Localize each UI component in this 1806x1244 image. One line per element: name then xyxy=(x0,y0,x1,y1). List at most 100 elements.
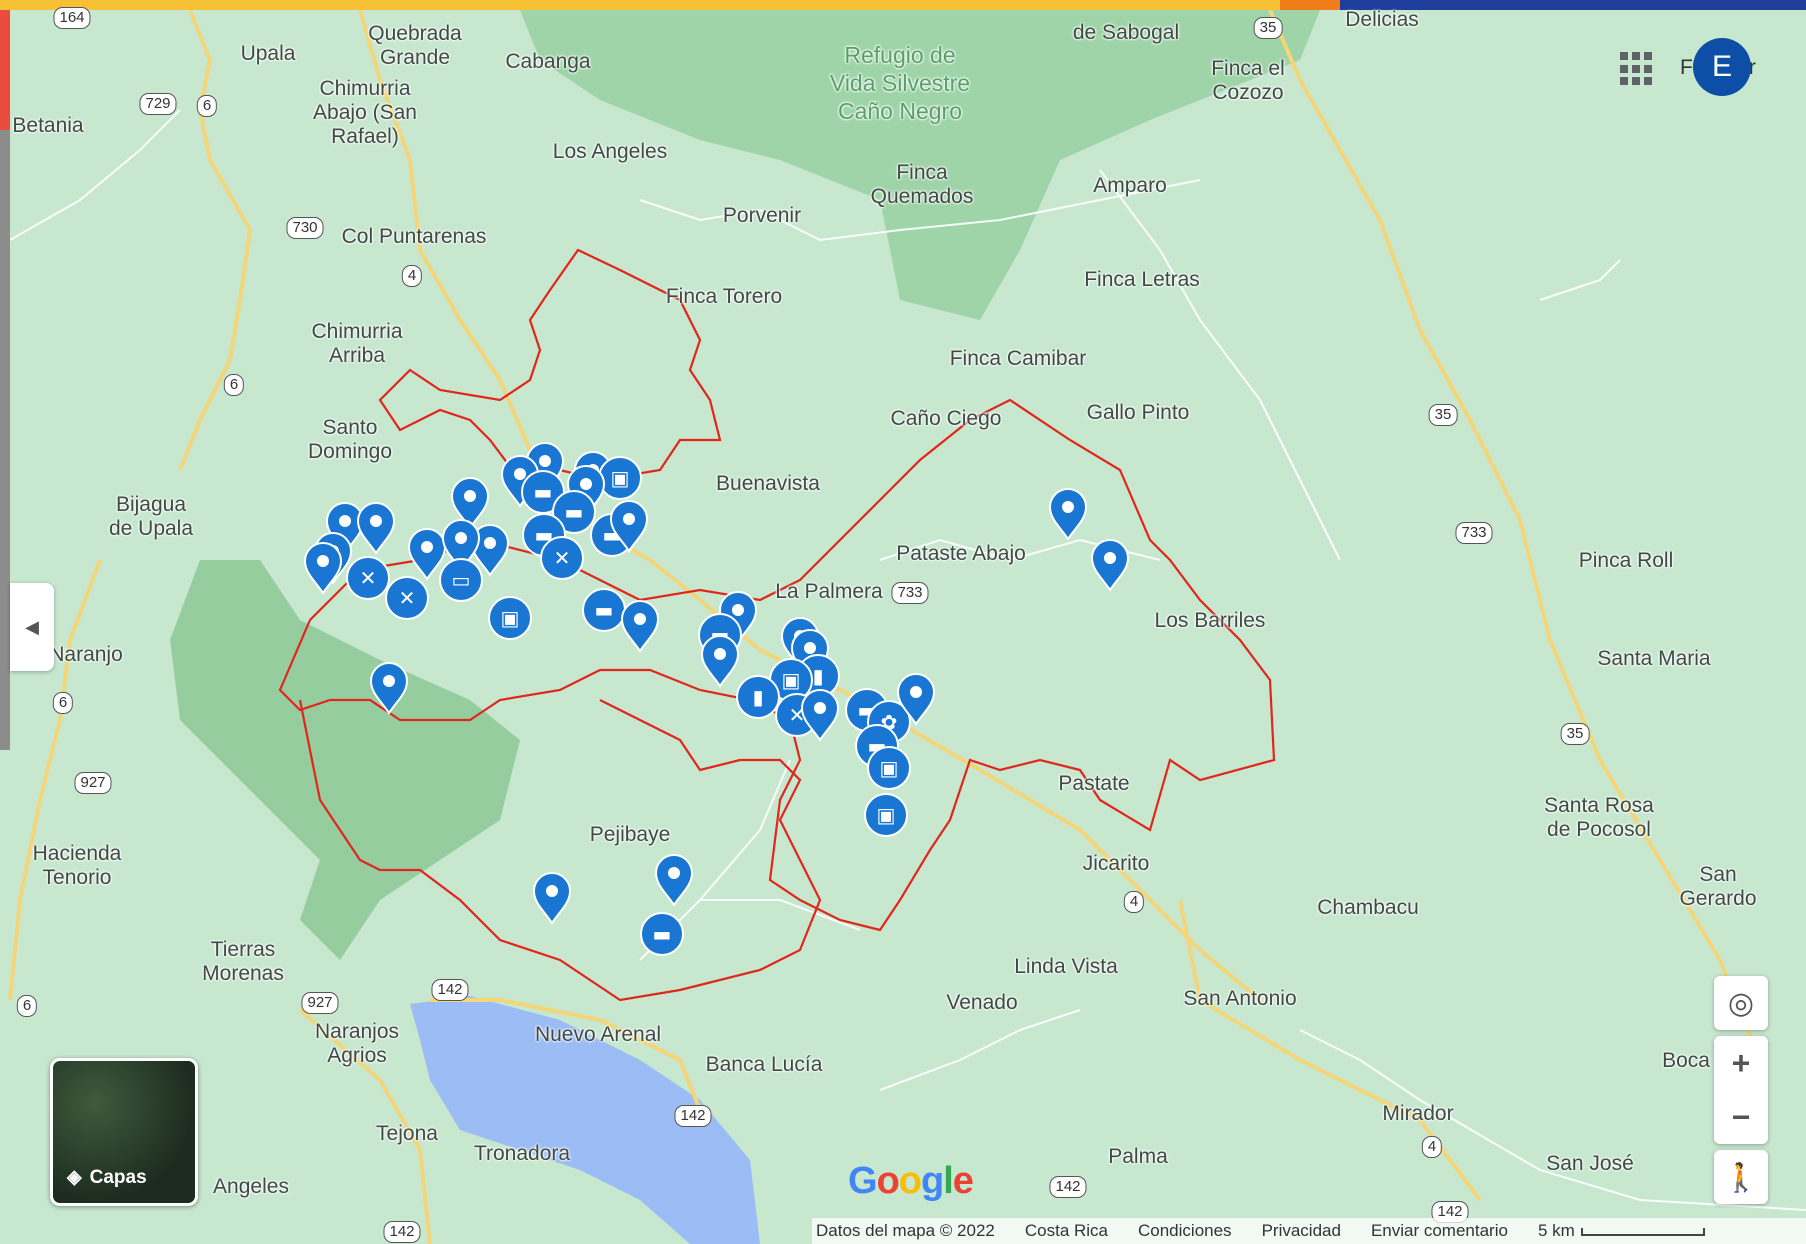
zoom-out-button[interactable]: − xyxy=(1731,1098,1751,1135)
place-label-finca-cozozo: Finca el Cozozo xyxy=(1211,57,1285,104)
route-shield: 6 xyxy=(223,374,245,396)
poi-marker-pin-icon[interactable] xyxy=(407,528,447,581)
svg-text:▬: ▬ xyxy=(595,598,614,622)
poi-marker-pin-icon[interactable] xyxy=(609,500,649,553)
poi-marker-pin-icon[interactable] xyxy=(620,600,660,653)
place-label-boca: Boca xyxy=(1662,1049,1710,1072)
poi-marker-camper-icon[interactable]: ▭ xyxy=(439,558,483,602)
apps-grid-icon[interactable] xyxy=(1620,52,1654,86)
place-label-finca-letras: Finca Letras xyxy=(1084,268,1200,291)
forest-area xyxy=(170,560,520,960)
route-shield: 35 xyxy=(1428,404,1458,426)
place-label-santo-domingo: Santo Domingo xyxy=(307,416,393,463)
poi-marker-pin-icon[interactable] xyxy=(1090,539,1130,592)
place-label-col-puntarenas: Col Puntarenas xyxy=(341,225,487,248)
collapse-panel-button[interactable]: ◀ xyxy=(10,583,54,671)
avatar[interactable]: E xyxy=(1693,38,1751,96)
poi-marker-bag-icon[interactable]: ▣ xyxy=(864,793,908,837)
top-accent-blue xyxy=(1340,0,1806,10)
poi-marker-pin-icon[interactable] xyxy=(441,519,481,572)
svg-text:✕: ✕ xyxy=(360,566,377,590)
place-label-refugio: Refugio de Vida Silvestre Caño Negro xyxy=(829,42,971,124)
poi-marker-food-icon[interactable]: ✕ xyxy=(385,576,429,620)
privacy-link[interactable]: Privacidad xyxy=(1261,1221,1341,1240)
poi-marker-pin-icon[interactable] xyxy=(470,524,510,577)
zoom-control: + − xyxy=(1714,1036,1768,1144)
poi-marker-pin-icon[interactable] xyxy=(532,872,572,925)
poi-marker-store-icon[interactable]: ▮ xyxy=(736,675,780,719)
poi-marker-pin-icon[interactable] xyxy=(800,689,840,742)
place-label-finca-camibar: Finca Camibar xyxy=(949,347,1087,370)
route-shield: 142 xyxy=(431,979,469,1001)
place-label-naranjos-agrios: Naranjos Agrios xyxy=(314,1020,400,1067)
feedback-link[interactable]: Enviar comentario xyxy=(1370,1221,1508,1240)
poi-marker-bag-icon[interactable]: ▣ xyxy=(867,746,911,790)
route-shield: 6 xyxy=(196,95,218,117)
poi-marker-pin-icon[interactable] xyxy=(700,635,740,688)
layers-icon: ◈ xyxy=(67,1167,82,1188)
place-label-hacienda-tenorio: Hacienda Tenorio xyxy=(32,842,122,889)
place-label-bijagua: Bijagua de Upala xyxy=(108,493,194,540)
place-label-jicarito: Jicarito xyxy=(1082,852,1150,875)
route-shield: 164 xyxy=(53,7,91,29)
poi-marker-pin-icon[interactable] xyxy=(303,542,343,595)
place-label-cabanga: Cabanga xyxy=(505,50,591,73)
svg-text:✕: ✕ xyxy=(399,586,416,610)
place-label-san-gerardo: San Gerardo xyxy=(1679,863,1757,910)
svg-text:▬: ▬ xyxy=(565,500,584,524)
layers-button[interactable]: ◈ Capas xyxy=(50,1058,198,1206)
place-label-los-angeles: Los Angeles xyxy=(552,140,668,163)
poi-marker-bed-icon[interactable]: ▬ xyxy=(640,912,684,956)
route-shield: 4 xyxy=(1421,1136,1443,1158)
terms-link[interactable]: Condiciones xyxy=(1138,1221,1232,1240)
place-label-tierras-morenas: Tierras Morenas xyxy=(202,938,284,985)
route-shield: 35 xyxy=(1253,17,1283,39)
lake-arenal xyxy=(410,996,760,1244)
place-label-chimurria-abajo: Chimurria Abajo (San Rafael) xyxy=(313,77,417,148)
poi-marker-bed-icon[interactable]: ▬ xyxy=(552,490,596,534)
svg-text:▬: ▬ xyxy=(653,922,672,946)
route-shield: 4 xyxy=(401,265,423,287)
route-shield: 35 xyxy=(1560,723,1590,745)
poi-marker-pin-icon[interactable] xyxy=(369,662,409,715)
poi-marker-food-icon[interactable]: ✕ xyxy=(540,536,584,580)
poi-marker-bag-icon[interactable]: ▣ xyxy=(598,456,642,500)
poi-marker-pin-icon[interactable] xyxy=(356,502,396,555)
route-shield: 4 xyxy=(1123,891,1145,913)
route-shield: 6 xyxy=(52,692,74,714)
place-label-los-barriles: Los Barriles xyxy=(1154,609,1266,632)
poi-marker-pin-icon[interactable] xyxy=(450,477,490,530)
place-label-naranjo: Naranjo xyxy=(49,643,123,666)
top-accent-orange xyxy=(1280,0,1360,10)
poi-marker-bag-icon[interactable]: ▣ xyxy=(488,596,532,640)
place-label-nuevo-arenal: Nuevo Arenal xyxy=(534,1023,662,1046)
poi-marker-bed-icon[interactable]: ▬ xyxy=(582,588,626,632)
poi-marker-pin-icon[interactable] xyxy=(896,673,936,726)
svg-text:▣: ▣ xyxy=(877,803,896,827)
svg-text:▣: ▣ xyxy=(611,466,630,490)
place-label-porvenir: Porvenir xyxy=(722,204,802,227)
country-link[interactable]: Costa Rica xyxy=(1024,1221,1108,1240)
poi-marker-pin-icon[interactable] xyxy=(1048,488,1088,541)
route-shield: 6 xyxy=(16,995,38,1017)
street-view-button[interactable]: 🚶 xyxy=(1714,1150,1768,1204)
route-shield: 729 xyxy=(139,93,177,115)
poi-marker-pin-icon[interactable] xyxy=(654,854,694,907)
place-label-pinca-roll: Pinca Roll xyxy=(1578,549,1674,572)
place-label-linda-vista: Linda Vista xyxy=(1014,955,1118,978)
route-shield: 733 xyxy=(891,582,929,604)
place-label-pastate: Pastate xyxy=(1058,772,1130,795)
zoom-in-button[interactable]: + xyxy=(1731,1044,1751,1081)
district-boundary-south xyxy=(298,699,822,1002)
route-shield: 142 xyxy=(674,1105,712,1127)
svg-text:▣: ▣ xyxy=(880,756,899,780)
poi-marker-food-icon[interactable]: ✕ xyxy=(346,556,390,600)
place-label-delicias: Delicias xyxy=(1345,8,1419,31)
poi-marker-bed-icon[interactable]: ▬ xyxy=(521,470,565,514)
place-label-gallo-pinto: Gallo Pinto xyxy=(1086,401,1190,424)
pegman-icon: 🚶 xyxy=(1723,1161,1759,1193)
scale-bar[interactable]: 5 km xyxy=(1538,1221,1705,1241)
my-location-button[interactable]: ◎ xyxy=(1714,976,1768,1030)
